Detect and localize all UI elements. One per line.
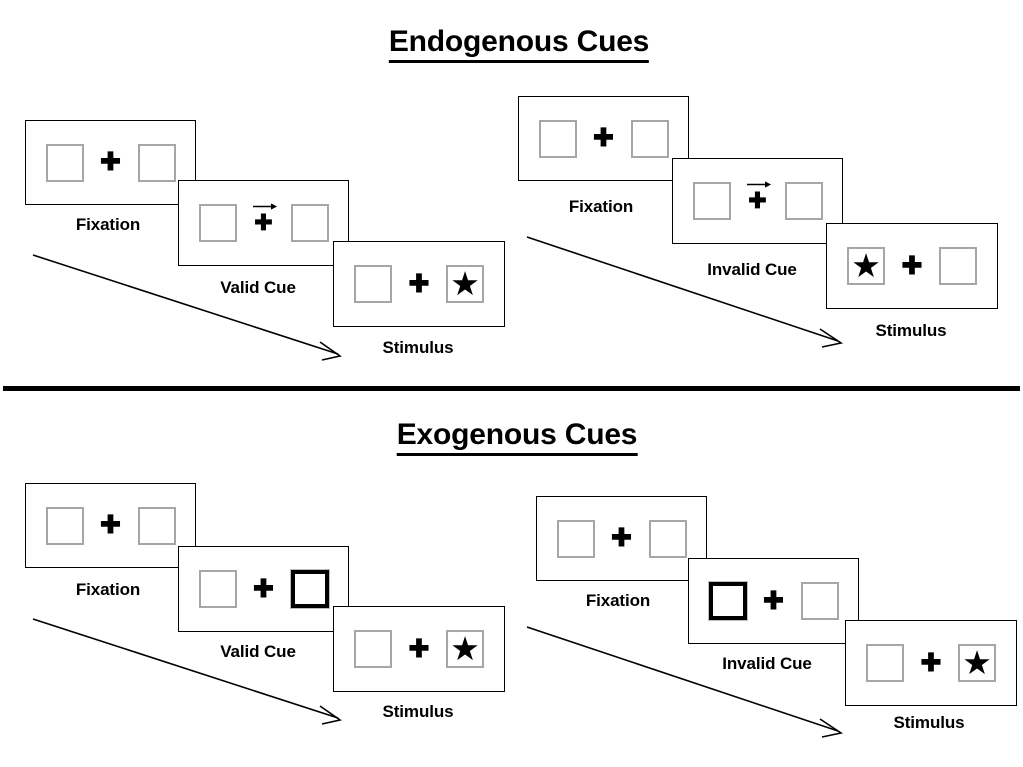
stage-label-endogenous-invalid-stimulus: Stimulus bbox=[875, 321, 947, 340]
section-title-endogenous: Endogenous Cues bbox=[388, 25, 649, 63]
target-star-icon: ★ bbox=[450, 629, 480, 667]
right-box bbox=[648, 519, 687, 558]
right-box bbox=[630, 119, 669, 158]
display-row: ✚ bbox=[198, 569, 330, 609]
fixation-cross-wrap: ✚ bbox=[98, 506, 124, 546]
fixation-cross-icon: ✚ bbox=[920, 648, 942, 677]
right-box: ★ bbox=[958, 644, 996, 682]
stage-label-exogenous-invalid-cue: Invalid Cue bbox=[722, 654, 812, 673]
fixation-cross-wrap: ✚ bbox=[761, 581, 787, 621]
fixation-cross-wrap: ✚ bbox=[251, 203, 277, 243]
left-box bbox=[538, 119, 577, 158]
stage-label-exogenous-invalid-stimulus: Stimulus bbox=[893, 713, 965, 732]
stage-label-exogenous-invalid-fixation: Fixation bbox=[585, 591, 651, 610]
fixation-cross-icon: ✚ bbox=[593, 124, 614, 152]
target-star-icon: ★ bbox=[450, 264, 480, 302]
stage-label-exogenous-valid-cue: Valid Cue bbox=[220, 642, 296, 661]
frame-endogenous-invalid-stimulus: ★ ✚ bbox=[826, 223, 998, 309]
display-row: ✚ ★ bbox=[354, 264, 484, 304]
left-box bbox=[692, 182, 731, 220]
frame-endogenous-valid-stimulus: ✚ ★ bbox=[333, 241, 505, 327]
left-box bbox=[354, 630, 392, 668]
right-box: ★ bbox=[446, 630, 484, 668]
frame-exogenous-invalid-fixation: ✚ bbox=[536, 496, 707, 581]
fixation-cross-wrap: ✚ bbox=[591, 119, 617, 159]
frame-endogenous-valid-fixation: ✚ bbox=[25, 120, 196, 205]
fixation-cross-wrap: ✚ bbox=[609, 519, 635, 559]
display-row: ★ ✚ bbox=[847, 246, 977, 286]
frame-endogenous-invalid-cue: ✚ bbox=[672, 158, 843, 244]
fixation-cross-icon: ✚ bbox=[100, 148, 121, 176]
right-box bbox=[137, 506, 176, 545]
left-box bbox=[198, 570, 237, 608]
fixation-cross-icon: ✚ bbox=[408, 269, 430, 298]
section-title-endogenous-text: Endogenous Cues bbox=[388, 26, 649, 63]
display-row: ✚ ★ bbox=[866, 643, 996, 683]
frame-exogenous-invalid-cue: ✚ bbox=[688, 558, 859, 644]
fixation-cross-icon: ✚ bbox=[408, 634, 430, 663]
stage-label-endogenous-valid-stimulus: Stimulus bbox=[382, 338, 454, 357]
right-box bbox=[137, 143, 176, 182]
right-box bbox=[939, 247, 977, 285]
stage-label-endogenous-invalid-fixation: Fixation bbox=[568, 197, 634, 216]
frame-exogenous-valid-fixation: ✚ bbox=[25, 483, 196, 568]
stage-label-endogenous-valid-fixation: Fixation bbox=[75, 215, 141, 234]
fixation-cross-icon: ✚ bbox=[611, 524, 632, 552]
right-box bbox=[784, 182, 823, 220]
fixation-cross-wrap: ✚ bbox=[251, 569, 277, 609]
display-row: ✚ bbox=[538, 119, 669, 159]
frame-exogenous-valid-cue: ✚ bbox=[178, 546, 349, 632]
target-star-icon: ★ bbox=[851, 246, 881, 284]
section-title-exogenous-text: Exogenous Cues bbox=[396, 419, 637, 456]
display-row: ✚ bbox=[45, 506, 176, 546]
fixation-cross-icon: ✚ bbox=[901, 251, 923, 280]
fixation-cross-wrap: ✚ bbox=[98, 143, 124, 183]
frame-exogenous-invalid-stimulus: ✚ ★ bbox=[845, 620, 1017, 706]
flow-arrow-endogenous-invalid bbox=[526, 236, 844, 348]
arrow-right-cue-icon bbox=[252, 203, 277, 210]
fixation-cross-wrap: ✚ bbox=[406, 629, 432, 669]
fixation-cross-icon: ✚ bbox=[253, 574, 274, 603]
stage-label-endogenous-invalid-cue: Invalid Cue bbox=[707, 260, 797, 279]
flow-arrow-exogenous-valid bbox=[32, 618, 342, 725]
display-row: ✚ bbox=[198, 203, 329, 243]
left-box bbox=[45, 506, 84, 545]
fixation-cross-icon: ✚ bbox=[100, 511, 121, 539]
arrow-right-cue-icon bbox=[746, 181, 771, 188]
left-box bbox=[866, 644, 904, 682]
right-box-cued bbox=[289, 569, 330, 609]
fixation-cross-wrap: ✚ bbox=[899, 246, 925, 286]
left-box bbox=[45, 143, 84, 182]
section-divider bbox=[3, 386, 1020, 391]
fixation-cross-wrap: ✚ bbox=[406, 264, 432, 304]
frame-endogenous-valid-cue: ✚ bbox=[178, 180, 349, 266]
stage-label-exogenous-valid-fixation: Fixation bbox=[75, 580, 141, 599]
right-box: ★ bbox=[446, 265, 484, 303]
display-row: ✚ bbox=[692, 181, 823, 221]
fixation-cross-icon: ✚ bbox=[748, 188, 767, 213]
target-star-icon: ★ bbox=[962, 643, 992, 681]
fixation-cross-wrap: ✚ bbox=[745, 181, 771, 221]
flow-arrow-endogenous-valid bbox=[32, 254, 342, 361]
left-box bbox=[354, 265, 392, 303]
frame-endogenous-invalid-fixation: ✚ bbox=[518, 96, 689, 181]
display-row: ✚ bbox=[45, 143, 176, 183]
fixation-cross-icon: ✚ bbox=[763, 586, 784, 615]
stage-label-exogenous-valid-stimulus: Stimulus bbox=[382, 702, 454, 721]
left-box-cued bbox=[707, 581, 748, 621]
display-row: ✚ bbox=[707, 581, 839, 621]
frame-exogenous-valid-stimulus: ✚ ★ bbox=[333, 606, 505, 692]
left-box: ★ bbox=[847, 247, 885, 285]
display-row: ✚ bbox=[556, 519, 687, 559]
right-box bbox=[290, 204, 329, 242]
display-row: ✚ ★ bbox=[354, 629, 484, 669]
section-title-exogenous: Exogenous Cues bbox=[396, 418, 637, 456]
right-box bbox=[800, 582, 839, 620]
flow-arrow-exogenous-invalid bbox=[526, 626, 844, 738]
stage-label-endogenous-valid-cue: Valid Cue bbox=[220, 278, 296, 297]
fixation-cross-wrap: ✚ bbox=[918, 643, 944, 683]
left-box bbox=[556, 519, 595, 558]
fixation-cross-icon: ✚ bbox=[254, 210, 273, 235]
left-box bbox=[198, 204, 237, 242]
